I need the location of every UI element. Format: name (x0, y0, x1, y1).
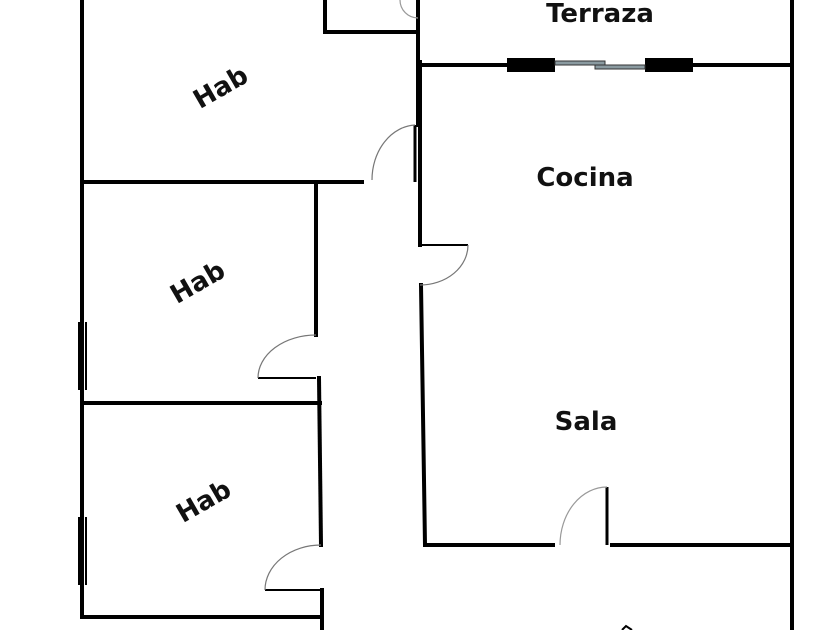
walls (80, 0, 794, 630)
window-glass (554, 60, 606, 66)
room-label-cocina: Cocina (536, 163, 634, 193)
room-label-sala: Sala (554, 407, 618, 437)
window-frame (645, 58, 693, 72)
terrace-window (507, 58, 693, 72)
door-hab1 (371, 124, 417, 182)
room-wall (316, 375, 324, 548)
window-frame (507, 58, 555, 72)
kitchen-left-wall (418, 282, 428, 548)
door-kitchen (419, 244, 469, 286)
side-windows (78, 322, 87, 585)
doors (257, 0, 609, 591)
entrance-arrow-icon (621, 624, 633, 630)
door-hab2 (257, 334, 317, 379)
door-hab3 (264, 544, 322, 591)
door-living (559, 486, 609, 546)
room-label-terraza: Terraza (546, 0, 654, 29)
window-glass (594, 64, 646, 70)
door-closet (399, 0, 419, 19)
